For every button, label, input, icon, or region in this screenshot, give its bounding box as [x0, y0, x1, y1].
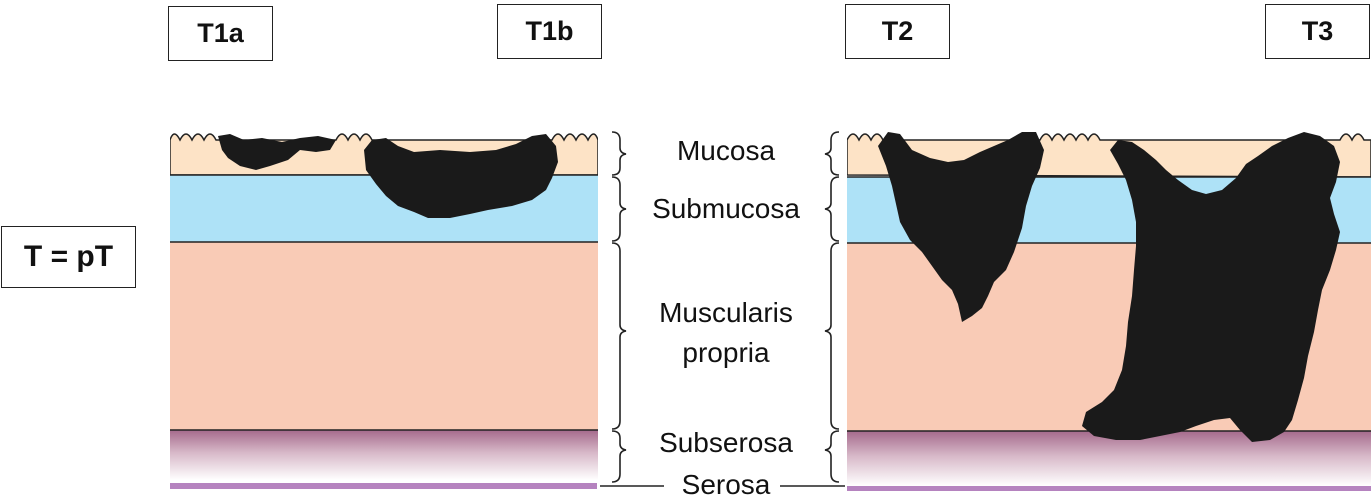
label-subserosa: Subserosa	[659, 427, 793, 458]
right-subserosa-layer	[847, 431, 1371, 486]
label-mucosa: Mucosa	[676, 135, 776, 166]
left-muscularis-layer	[170, 242, 598, 430]
label-submucosa: Submucosa	[652, 193, 800, 224]
left-serosa-line	[170, 483, 597, 489]
label-propria: propria	[682, 337, 770, 368]
tumor-t3	[1082, 132, 1340, 442]
t-equals-pt-label: T = pT	[1, 226, 136, 288]
left-tissue-panel	[170, 133, 598, 480]
stage-label-t1b: T1b	[497, 4, 602, 59]
tumor-t1a	[218, 134, 336, 170]
left-subserosa-layer	[170, 430, 598, 480]
label-serosa: Serosa	[681, 469, 771, 500]
stage-label-t3: T3	[1265, 4, 1370, 59]
stage-label-t1a: T1a	[168, 6, 273, 61]
tumor-t2	[878, 132, 1044, 322]
stage-label-t2: T2	[845, 4, 950, 59]
left-layer-braces	[611, 131, 627, 483]
tumor-t1b	[364, 134, 558, 218]
right-serosa-line	[847, 486, 1371, 491]
right-layer-braces	[824, 131, 840, 483]
right-tissue-panel	[847, 132, 1371, 486]
label-muscularis: Muscularis	[659, 297, 793, 328]
